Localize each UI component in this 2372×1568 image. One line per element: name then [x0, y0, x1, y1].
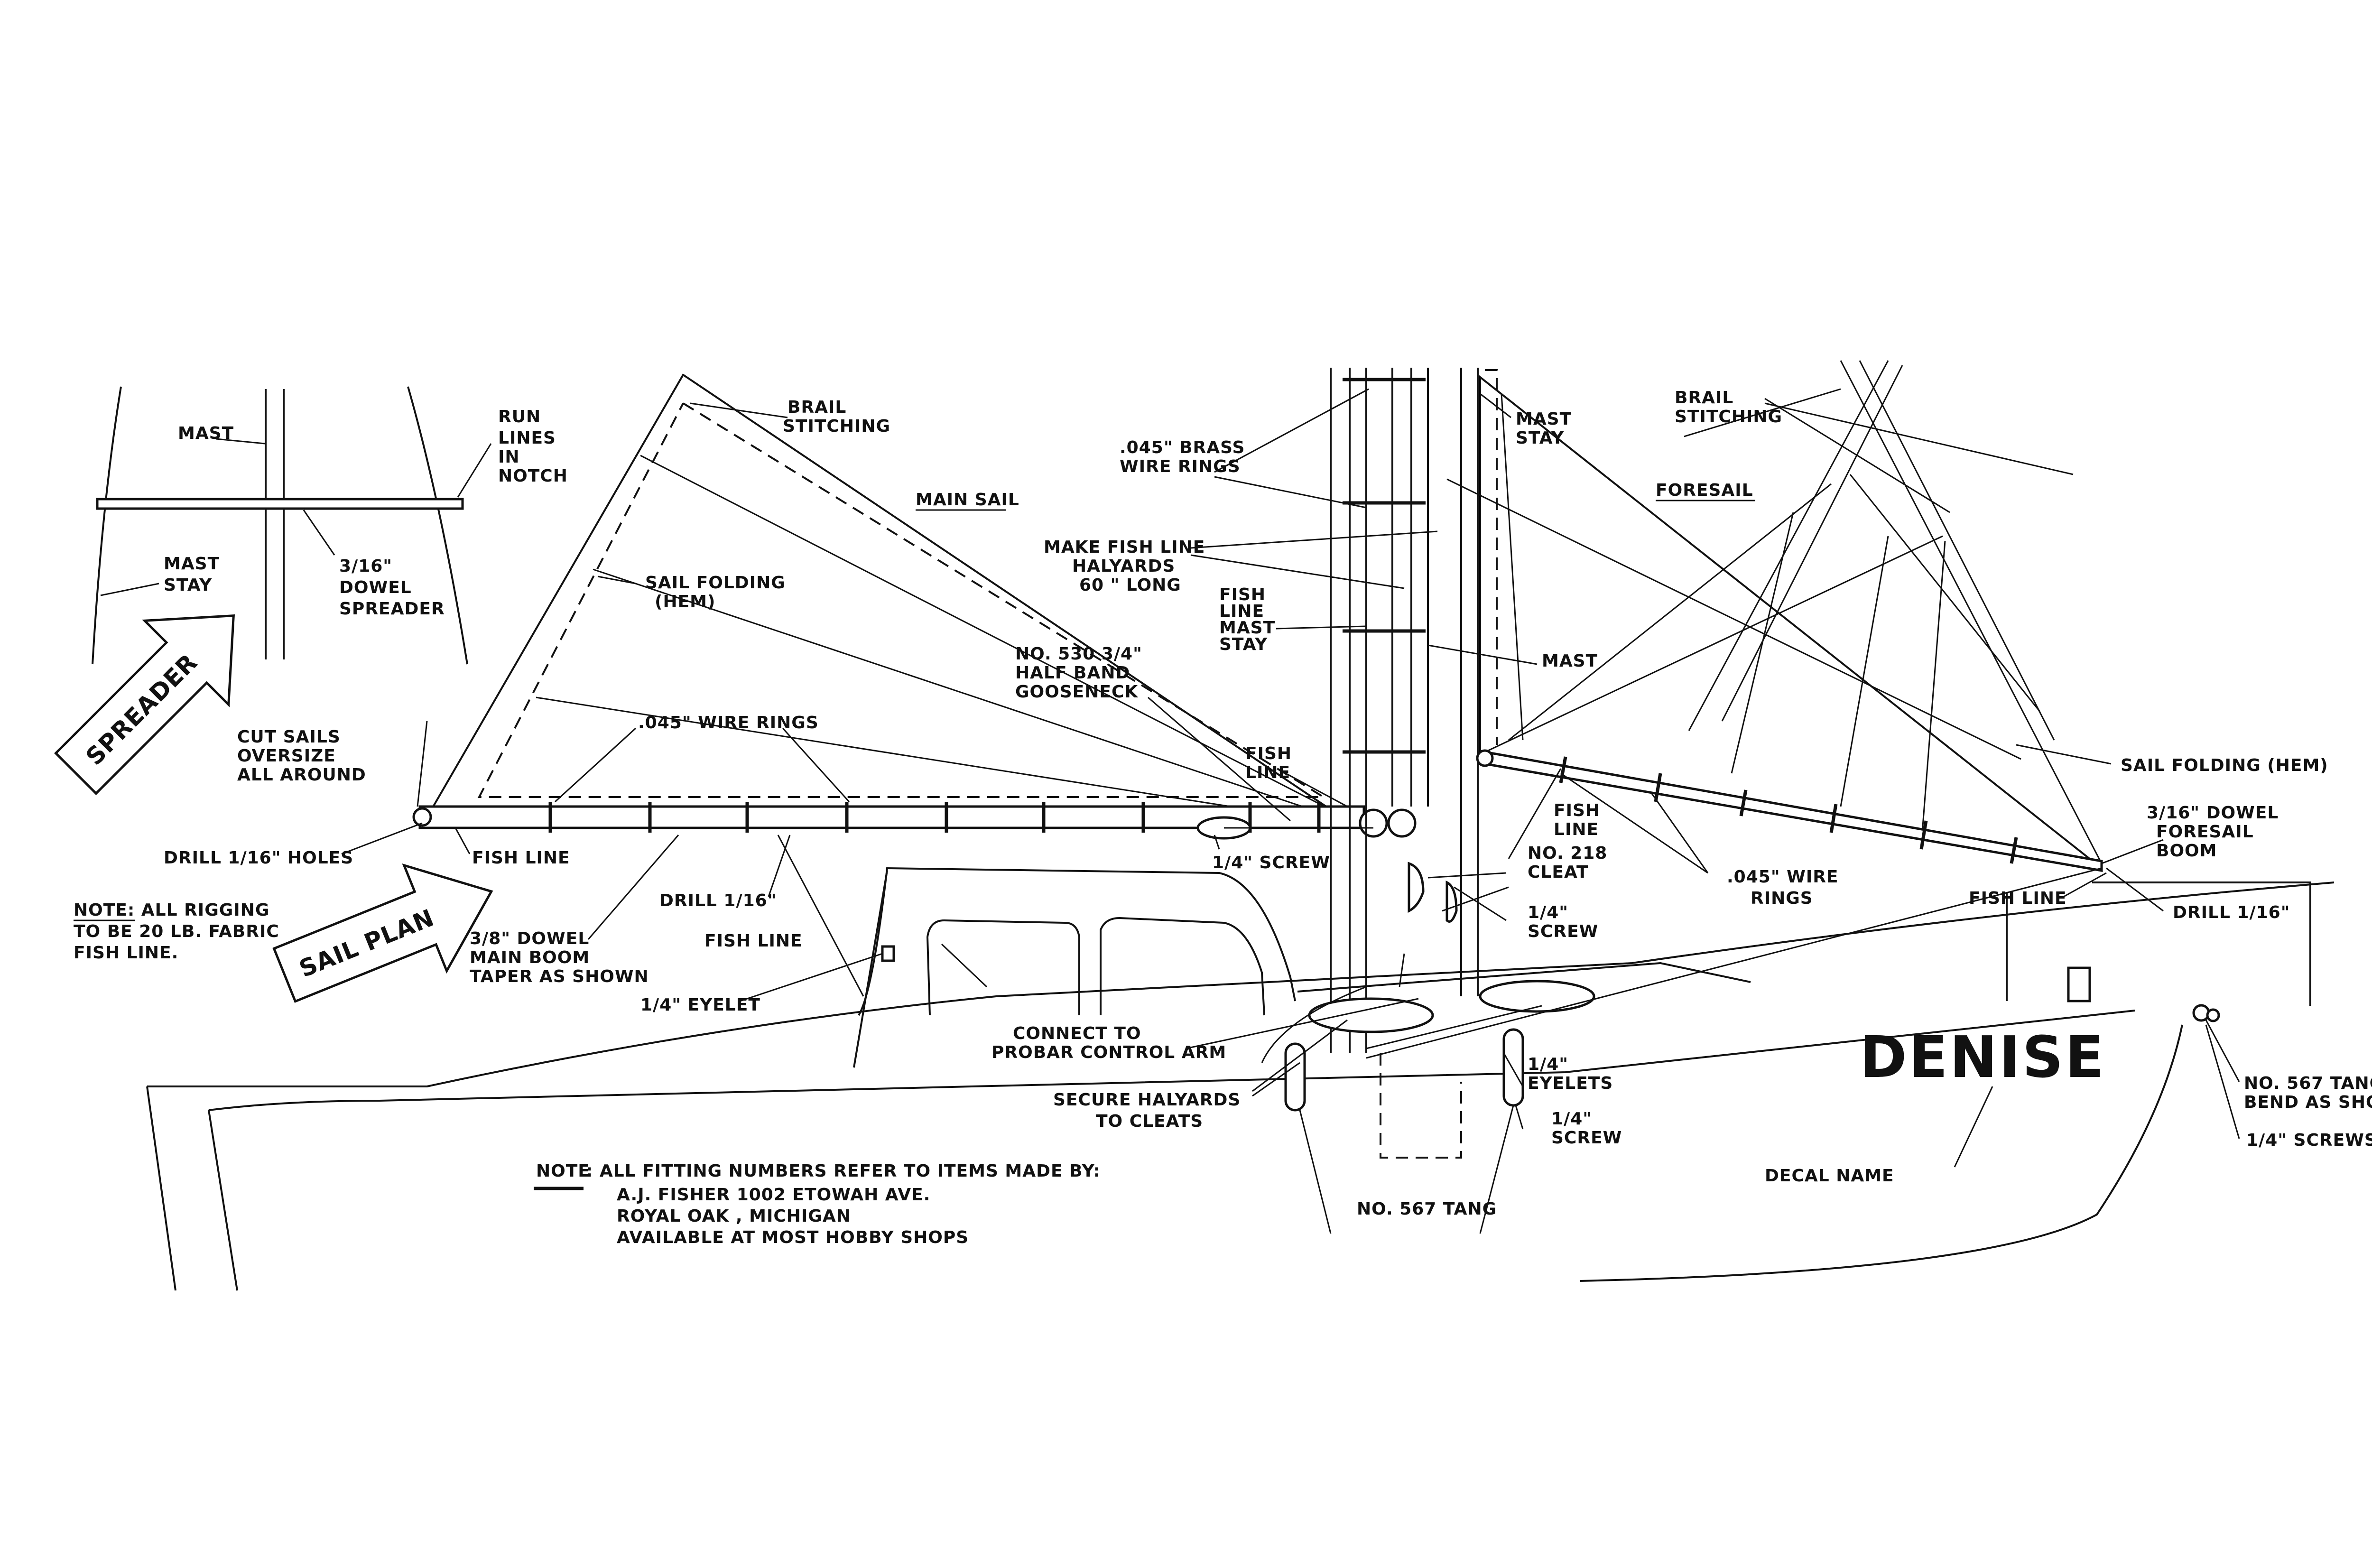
- hull-name: DENISE: [1860, 1025, 2106, 1091]
- cut-sails-2: OVERSIZE: [237, 746, 336, 766]
- spreader-detail: MAST RUN LINES IN NOTCH MAST STAY 3/16" …: [92, 386, 568, 665]
- rigging-note-2: TO BE 20 LB. FABRIC: [74, 922, 279, 941]
- fish-line-fore-2: LINE: [1554, 820, 1599, 839]
- halyards-2: HALYARDS: [1072, 557, 1175, 576]
- fish-mast-stay-2: LINE: [1219, 602, 1264, 621]
- spreader-mast-stay-label-2: STAY: [164, 575, 212, 595]
- run-lines-label-4: NOTCH: [498, 466, 568, 486]
- brail-main-label-1: BRAIL: [788, 398, 846, 417]
- screw-low-1: 1/4": [1551, 1109, 1592, 1129]
- main-wire-rings: [548, 802, 1321, 833]
- tang-bottom-label: NO. 567 TANG: [1357, 1199, 1497, 1219]
- secure-1: SECURE HALYARDS: [1053, 1090, 1241, 1110]
- halyards-3: 60 " LONG: [1079, 575, 1181, 595]
- foresail-label: FORESAIL: [1656, 481, 1753, 500]
- foresail: [1446, 360, 2103, 872]
- gooseneck-1: NO. 530 3/4": [1015, 644, 1142, 664]
- eyelet-label: 1/4" EYELET: [640, 995, 760, 1015]
- wire-rings-fore-1: .045" WIRE: [1727, 867, 1839, 887]
- drill-fore-label: DRILL 1/16": [2173, 903, 2290, 922]
- cut-sails-3: ALL AROUND: [237, 765, 366, 785]
- dowel-spreader-label-2: DOWEL: [339, 578, 412, 597]
- brass-rings-2: WIRE RINGS: [1120, 457, 1241, 476]
- fish-line-deck-label: FISH LINE: [704, 931, 803, 951]
- gooseneck-fitting: [1359, 808, 1388, 838]
- cabin: [777, 835, 2102, 1234]
- fish-mast-stay-4: STAY: [1219, 635, 1268, 654]
- fish-mast-stay-1: FISH: [1219, 585, 1266, 604]
- mainmast: [1330, 368, 1462, 1159]
- cleat-1: NO. 218: [1528, 844, 1607, 863]
- sail-folding-main-1: SAIL FOLDING: [645, 573, 786, 593]
- dowel-spreader-label-3: SPREADER: [339, 599, 445, 619]
- run-lines-label-1: RUN: [498, 407, 541, 427]
- fittings-note-head: NOTE: [536, 1161, 590, 1181]
- foremast: [1460, 368, 1524, 996]
- foresail-boom-3: BOOM: [2156, 841, 2217, 861]
- dowel-spreader-label-1: 3/16": [339, 557, 392, 576]
- screws-bow-label: 1/4" SCREWS: [2246, 1131, 2372, 1150]
- sail-folding-fore: SAIL FOLDING (HEM): [2121, 756, 2328, 775]
- brail-fore-2: STITCHING: [1675, 407, 1782, 427]
- fittings-note-4: AVAILABLE AT MOST HOBBY SHOPS: [617, 1228, 969, 1247]
- gooseneck-3: GOOSENECK: [1015, 682, 1138, 702]
- run-lines-label-3: IN: [498, 447, 520, 467]
- halyards-1: MAKE FISH LINE: [1044, 538, 1205, 557]
- dowel-main-boom-1: 3/8" DOWEL: [470, 929, 589, 948]
- gooseneck-2: HALF BAND: [1015, 663, 1130, 683]
- cleat-2: CLEAT: [1528, 863, 1589, 882]
- fish-line-fore-1: FISH: [1554, 801, 1600, 820]
- fish-mast-stay-3: MAST: [1219, 618, 1275, 638]
- fittings-note-3: ROYAL OAK , MICHIGAN: [617, 1206, 851, 1226]
- connect-2: PROBAR CONTROL ARM: [991, 1043, 1226, 1062]
- screw-low-2: SCREW: [1551, 1128, 1622, 1148]
- fish-line-mast-1: FISH: [1245, 744, 1292, 763]
- tang-bow-1: NO. 567 TANG: [2244, 1074, 2372, 1093]
- fish-line-bow-label: FISH LINE: [1969, 889, 2067, 908]
- run-lines-label-2: LINES: [498, 428, 556, 448]
- dowel-main-boom-3: TAPER AS SHOWN: [470, 967, 649, 986]
- wire-rings-fore-2: RINGS: [1751, 889, 1813, 908]
- screw-cleat-2: SCREW: [1528, 922, 1598, 941]
- fittings-note-1: : ALL FITTING NUMBERS REFER TO ITEMS MAD…: [586, 1161, 1101, 1181]
- fish-line-boom-label: FISH LINE: [472, 848, 570, 868]
- mast-label: MAST: [1542, 651, 1598, 671]
- main-sail: [412, 373, 1417, 840]
- tang-bow-2: BEND AS SHOWN: [2244, 1093, 2372, 1112]
- rigging-note-1: NOTE: ALL RIGGING: [74, 900, 269, 920]
- secure-2: TO CLEATS: [1096, 1112, 1203, 1131]
- mast-stay-fore-1: MAST: [1516, 409, 1572, 429]
- drill-116-label: DRILL 1/16": [659, 891, 777, 910]
- dowel-main-boom-2: MAIN BOOM: [470, 948, 590, 967]
- screw-boom-label: 1/4" SCREW: [1212, 853, 1330, 872]
- annotations: BRAIL STITCHING MAIN SAIL SAIL FOLDING (…: [74, 388, 2372, 1247]
- brail-main-label-2: STITCHING: [783, 417, 890, 436]
- leader-lines: [341, 388, 2240, 1168]
- hull: [146, 881, 2335, 1291]
- mast-stay-fore-2: STAY: [1516, 428, 1564, 448]
- connect-1: CONNECT TO: [1013, 1024, 1141, 1043]
- brail-fore-1: BRAIL: [1675, 388, 1733, 408]
- sail-folding-main-2: (HEM): [655, 592, 715, 612]
- wire-rings-main-label: .045" WIRE RINGS: [638, 713, 819, 733]
- screw-cleat-1: 1/4": [1528, 903, 1568, 922]
- eyelets-1: 1/4": [1528, 1055, 1568, 1074]
- eyelets-2: EYELETS: [1528, 1074, 1613, 1093]
- fore-wire-rings: [1559, 756, 2018, 864]
- fittings-note-2: A.J. FISHER 1002 ETOWAH AVE.: [617, 1185, 930, 1205]
- drill-holes-label: DRILL 1/16" HOLES: [164, 848, 353, 868]
- brass-rings-1: .045" BRASS: [1120, 438, 1245, 457]
- cut-sails-1: CUT SAILS: [237, 727, 341, 747]
- rigging-note-3: FISH LINE.: [74, 943, 178, 963]
- spreader-mast-stay-label-1: MAST: [164, 554, 220, 574]
- foresail-boom-1: 3/16" DOWEL: [2147, 803, 2279, 823]
- spreader-mast-label: MAST: [178, 424, 234, 443]
- main-sail-label: MAIN SAIL: [916, 490, 1019, 510]
- bow-tang: [2192, 1004, 2210, 1022]
- fish-line-mast-2: LINE: [1245, 763, 1290, 782]
- decal-label: DECAL NAME: [1765, 1166, 1894, 1186]
- foresail-boom-2: FORESAIL: [2156, 822, 2254, 842]
